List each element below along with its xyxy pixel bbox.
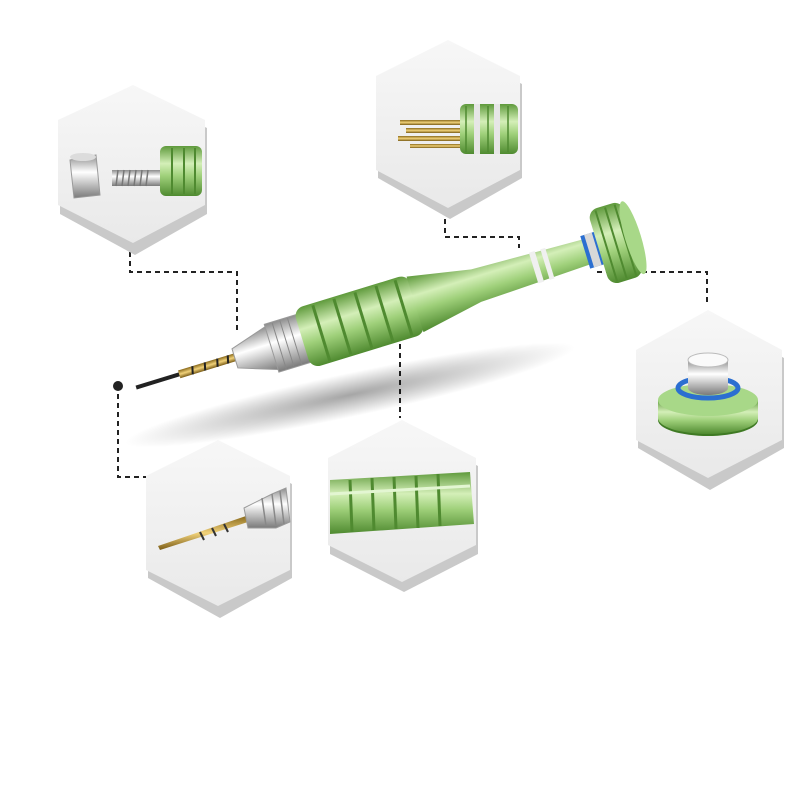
handle-grip xyxy=(295,276,424,367)
knurled-grip-icon xyxy=(329,472,474,534)
tip-bit xyxy=(135,353,238,390)
spare-bits-icon xyxy=(398,104,518,154)
swivel-cap xyxy=(580,201,647,284)
hex-panel-bits xyxy=(376,40,522,219)
hex-panel-chuck xyxy=(58,85,207,255)
tip-marker-dot xyxy=(113,381,123,391)
screwdriver-tip-icon xyxy=(158,487,291,550)
callout-line-chuck xyxy=(129,243,238,330)
hex-panel-cap xyxy=(636,310,784,490)
hex-panel-grip xyxy=(328,420,478,592)
drop-shadow xyxy=(124,342,576,448)
handle-shaft xyxy=(406,239,591,333)
callout-line-tip xyxy=(117,385,146,478)
main-screwdriver xyxy=(124,201,647,448)
hex-panel-tip xyxy=(146,440,292,618)
callout-line-bits xyxy=(444,210,520,248)
swivel-cap-icon xyxy=(658,352,758,436)
chuck-and-collet-icon xyxy=(69,146,202,199)
